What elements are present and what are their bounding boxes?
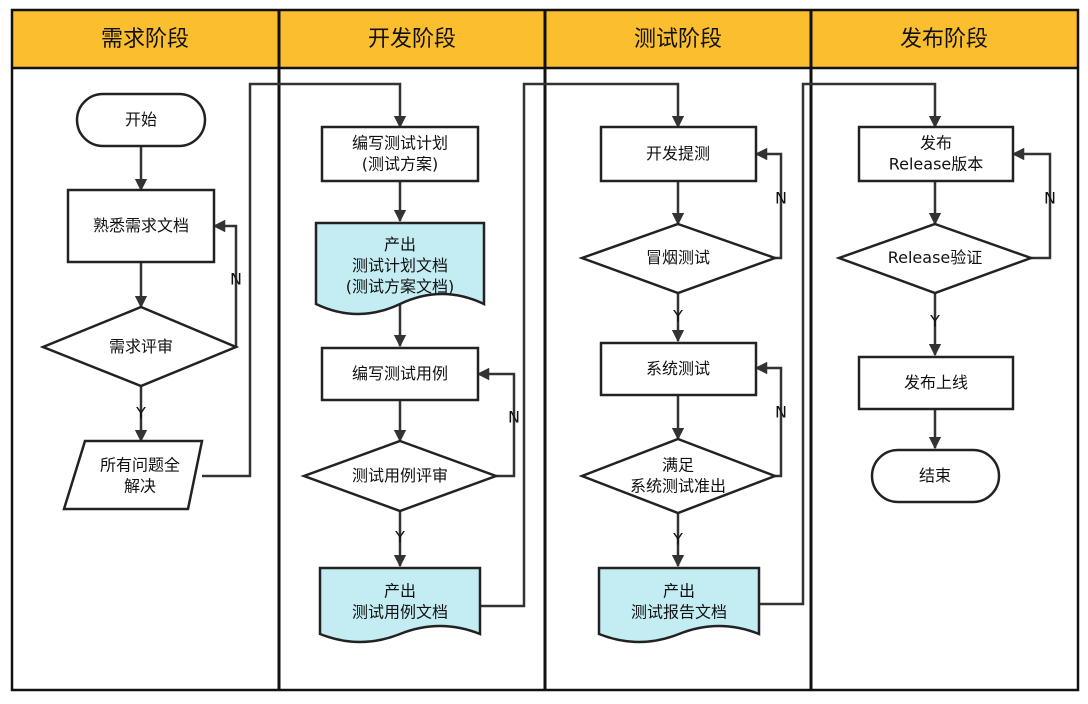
label-yes-case-review: Y bbox=[394, 528, 405, 547]
label-line: 测试用例评审 bbox=[352, 466, 448, 485]
label-line: (测试方案文档) bbox=[346, 277, 455, 296]
node-test-plan-document-label: 产出测试计划文档 (测试方案文档) bbox=[346, 235, 455, 296]
label-line: 测试报告文档 bbox=[631, 602, 727, 621]
label-line: 熟悉需求文档 bbox=[93, 216, 189, 235]
node-familiarize-docs bbox=[66, 188, 216, 264]
label-line: 产出 bbox=[663, 581, 695, 600]
node-release-build-label: 发布 Release版本 bbox=[889, 133, 984, 173]
label-line: 满足 bbox=[662, 455, 694, 474]
label-line: 系统测试准出 bbox=[630, 476, 726, 495]
label-line: 所有问题全 bbox=[100, 455, 180, 474]
label-line: 发布 bbox=[920, 133, 952, 152]
edge-labels: N Y N Y N Y N Y N Y bbox=[135, 189, 1056, 549]
edge-reportdoc-release bbox=[759, 82, 942, 606]
node-dev-submit-test bbox=[599, 125, 758, 183]
node-write-test-plan bbox=[320, 125, 480, 183]
node-go-live-label: 发布上线 bbox=[904, 373, 968, 392]
edge-exit-system-no bbox=[754, 361, 783, 478]
label-line: 编写测试用例 bbox=[352, 364, 448, 383]
edge-review-familiarize-no bbox=[212, 219, 238, 347]
node-system-test bbox=[599, 341, 758, 397]
label-yes-release-verify: Y bbox=[929, 312, 940, 331]
label-line: (测试方案) bbox=[362, 154, 439, 173]
edges bbox=[134, 82, 1052, 608]
edge-verify-release-no bbox=[1011, 147, 1052, 260]
lane-title-release: 发布阶段 bbox=[900, 27, 988, 52]
node-test-report-document-label: 产出测试报告文档 bbox=[631, 581, 727, 621]
label-no-exit: N bbox=[775, 403, 787, 422]
node-go-live bbox=[857, 355, 1015, 411]
label-no-case-review: N bbox=[508, 408, 520, 427]
label-line: 编写测试计划 bbox=[352, 133, 448, 152]
label-yes-exit: Y bbox=[672, 530, 683, 549]
node-test-case-document bbox=[318, 566, 482, 644]
edge-casedoc-devsubmit bbox=[480, 82, 685, 608]
node-familiarize-docs-label: 熟悉需求文档 bbox=[93, 216, 189, 235]
node-write-test-cases bbox=[320, 346, 480, 402]
label-line: 解决 bbox=[124, 476, 156, 495]
label-line: 测试用例文档 bbox=[352, 602, 448, 621]
node-smoke-test-label: 冒烟测试 bbox=[646, 248, 710, 267]
node-all-issues-solved-label: 所有问题全解决 bbox=[100, 455, 180, 495]
node-test-case-document-label: 产出测试用例文档 bbox=[352, 581, 448, 621]
label-no-req-review: N bbox=[230, 270, 242, 289]
label-no-smoke: N bbox=[775, 189, 787, 208]
label-line: 需求评审 bbox=[109, 337, 173, 356]
node-end bbox=[870, 448, 1001, 504]
node-write-test-cases-label: 编写测试用例 bbox=[352, 364, 448, 383]
node-all-issues-solved bbox=[62, 439, 204, 511]
label-line: 系统测试 bbox=[646, 359, 710, 378]
edge-solved-plan bbox=[202, 82, 407, 478]
node-start-label: 开始 bbox=[125, 110, 157, 129]
node-exit-criteria-label: 满足系统测试准出 bbox=[630, 455, 726, 495]
node-requirement-review-label: 需求评审 bbox=[109, 337, 173, 356]
node-test-report-document bbox=[597, 566, 761, 644]
lane-title-requirements: 需求阶段 bbox=[101, 27, 189, 52]
node-dev-submit-test-label: 开发提测 bbox=[646, 144, 710, 163]
label-line: 结束 bbox=[919, 466, 951, 485]
label-line: 测试计划文档 bbox=[352, 256, 448, 275]
node-release-verify bbox=[835, 222, 1035, 295]
node-release-build bbox=[857, 125, 1015, 183]
label-yes-smoke: Y bbox=[672, 307, 683, 326]
edge-casereview-cases-no bbox=[476, 367, 516, 478]
node-exit-criteria bbox=[578, 437, 779, 515]
node-write-test-plan-label: 编写测试计划 (测试方案) bbox=[352, 133, 448, 173]
node-test-plan-document bbox=[314, 221, 486, 316]
node-test-case-review-label: 测试用例评审 bbox=[352, 466, 448, 485]
label-line: Release验证 bbox=[888, 248, 983, 267]
label-line: 产出 bbox=[384, 235, 416, 254]
label-line: 冒烟测试 bbox=[646, 248, 710, 267]
node-release-verify-label: Release验证 bbox=[888, 248, 983, 267]
lane-title-development: 开发阶段 bbox=[368, 27, 456, 52]
label-line: 开始 bbox=[125, 110, 157, 129]
node-smoke-test bbox=[578, 222, 779, 295]
label-line: 产出 bbox=[384, 581, 416, 600]
node-system-test-label: 系统测试 bbox=[646, 359, 710, 378]
node-test-case-review bbox=[300, 439, 500, 513]
node-requirement-review bbox=[39, 305, 240, 388]
label-line: Release版本 bbox=[889, 154, 984, 173]
label-no-release-verify: N bbox=[1044, 189, 1056, 208]
lane-title-testing: 测试阶段 bbox=[634, 27, 722, 52]
label-yes-req-review: Y bbox=[135, 404, 146, 423]
node-start bbox=[75, 92, 207, 148]
node-end-label: 结束 bbox=[919, 466, 951, 485]
label-line: 发布上线 bbox=[904, 373, 968, 392]
label-line: 开发提测 bbox=[646, 144, 710, 163]
